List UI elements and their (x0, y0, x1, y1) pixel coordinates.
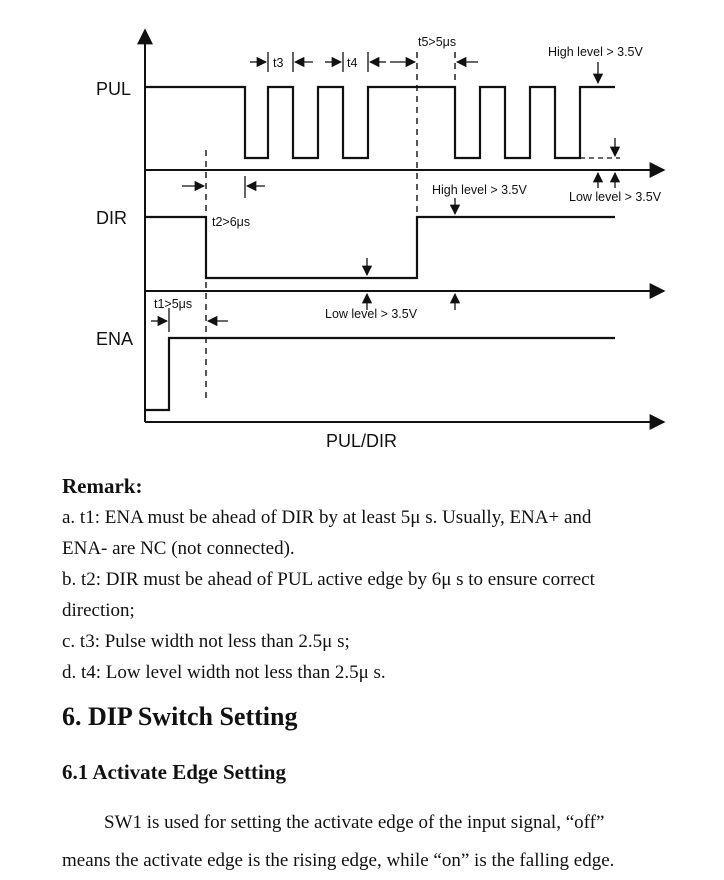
t3-label: t3 (273, 56, 283, 70)
pul-high-label: High level > 3.5V (548, 45, 644, 59)
remark-title: Remark: (62, 474, 143, 498)
section-paragraph-line-1: SW1 is used for setting the activate edg… (104, 812, 605, 833)
section-paragraph-line-2: means the activate edge is the rising ed… (62, 850, 615, 871)
t5-label: t5>5μs (418, 35, 456, 49)
dir-low-label: Low level > 3.5V (325, 307, 418, 321)
signal-label-dir: DIR (96, 208, 127, 228)
remark-line-a1: a. t1: ENA must be ahead of DIR by at le… (62, 507, 592, 528)
remark-line-a2: ENA- are NC (not connected). (62, 538, 295, 559)
x-axis-label: PUL/DIR (326, 431, 397, 451)
t4-label: t4 (347, 56, 357, 70)
remark-line-b1: b. t2: DIR must be ahead of PUL active e… (62, 569, 595, 590)
section-title: 6. DIP Switch Setting (62, 702, 298, 731)
ena-waveform (145, 336, 615, 412)
remark-line-d: d. t4: Low level width not less than 2.5… (62, 662, 386, 683)
remark-line-c: c. t3: Pulse width not less than 2.5μ s; (62, 631, 350, 652)
t2-label: t2>6μs (212, 215, 250, 229)
signal-label-pul: PUL (96, 79, 131, 99)
dir-high-label: High level > 3.5V (432, 183, 528, 197)
dir-waveform (145, 215, 615, 280)
pul-low-label: Low level > 3.5V (569, 190, 662, 204)
remark-line-b2: direction; (62, 600, 135, 621)
timing-diagram: PUL DIR ENA PUL/DIR t3 t4 t5>5μs High le… (96, 28, 666, 451)
signal-label-ena: ENA (96, 329, 133, 349)
section-subtitle: 6.1 Activate Edge Setting (62, 760, 286, 784)
t1-label: t1>5μs (154, 297, 192, 311)
pul-waveform (145, 85, 615, 160)
